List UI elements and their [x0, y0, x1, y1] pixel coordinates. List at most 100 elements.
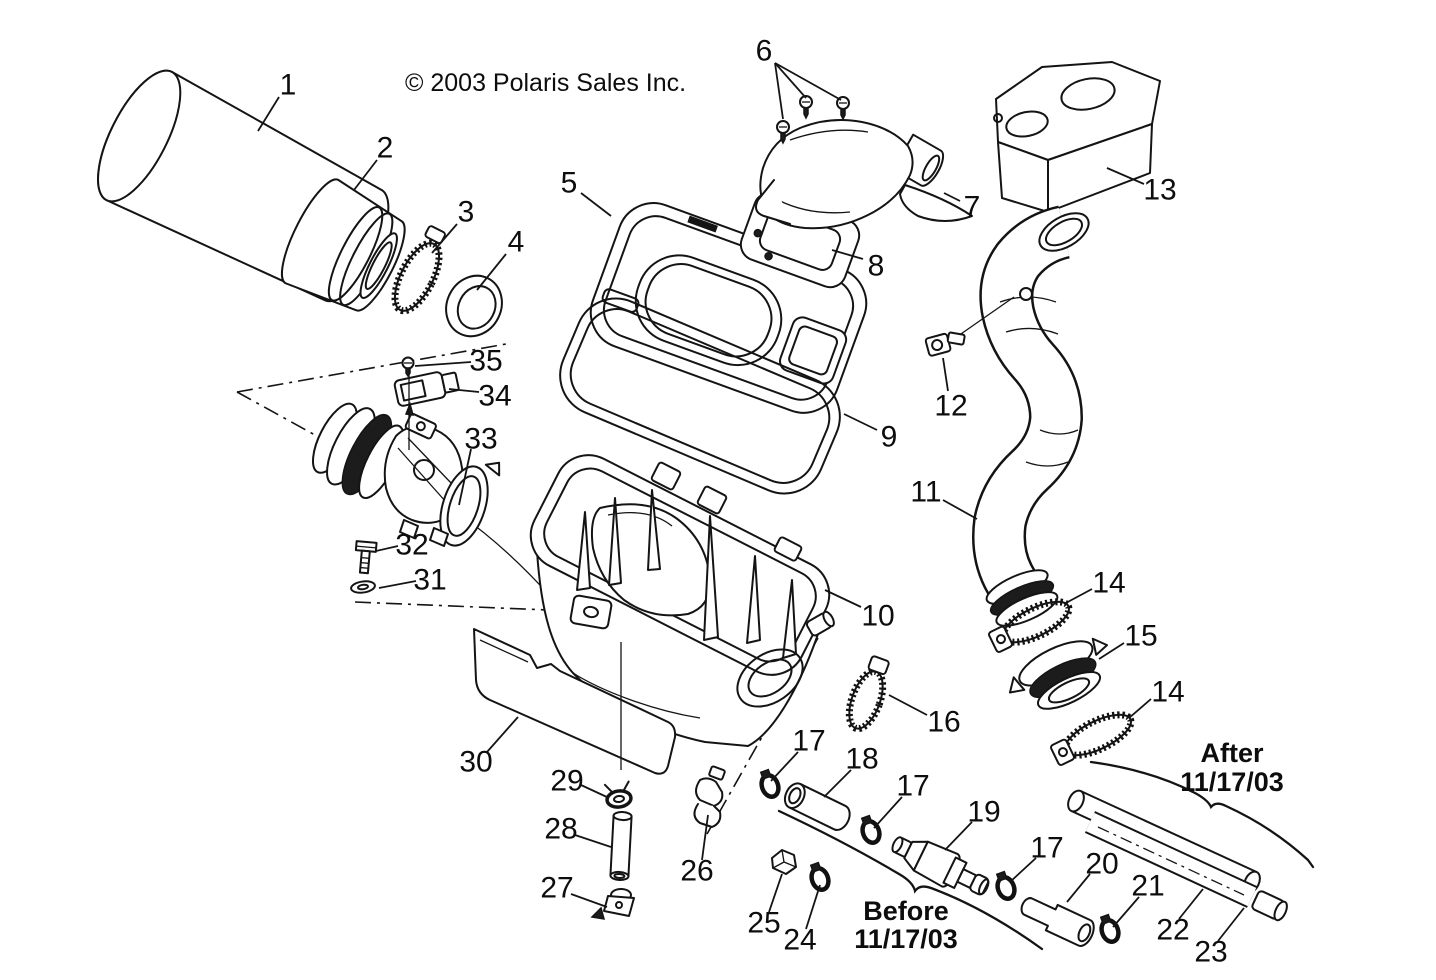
leader-line-3: [431, 223, 458, 254]
part-29-clamp: [603, 780, 633, 809]
part-16-clamp: [845, 655, 890, 733]
part-21-clamp: [1099, 913, 1121, 944]
part-12-clamp-fitting: [924, 296, 1015, 357]
leader-line-18: [823, 769, 852, 798]
callout-16-16: 16: [927, 706, 960, 739]
callout-27-29: 27: [540, 872, 573, 905]
leader-line-10: [824, 589, 862, 608]
leader-line-25: [768, 873, 783, 913]
part-17-clamp: [759, 768, 781, 799]
callout-10-9: 10: [861, 600, 894, 633]
part-19-valve: [891, 836, 990, 896]
copyright-text: © 2003 Polaris Sales Inc.: [405, 69, 686, 97]
part-31-washer: [350, 580, 376, 594]
callout-33-35: 33: [464, 423, 497, 456]
leader-line-6: [774, 62, 784, 120]
leader-line-32: [375, 545, 399, 552]
leader-line-29: [580, 784, 610, 799]
callout-8-7: 8: [868, 250, 885, 283]
leader-line-8: [831, 249, 864, 260]
callout-9-8: 9: [881, 421, 898, 454]
leader-line-20: [1066, 873, 1091, 903]
leader-line-17: [1009, 857, 1037, 883]
part-23-tube: [1084, 811, 1288, 922]
leader-line-30: [486, 716, 519, 753]
callout-19-20: 19: [967, 796, 1000, 829]
part-25-connector: [771, 849, 797, 875]
callout-29-31: 29: [550, 765, 583, 798]
part-17-clamp: [860, 814, 882, 845]
leader-line-14: [1063, 588, 1093, 605]
part-32-bolt: [354, 540, 378, 575]
callout-25-27: 25: [747, 907, 780, 940]
callout-2-1: 2: [377, 132, 394, 165]
leader-line-1: [257, 96, 280, 132]
part-14-clamp-upper: [988, 598, 1073, 653]
callout-11-10: 11: [910, 476, 941, 509]
part-18-hose: [783, 782, 851, 831]
leader-line-6: [774, 62, 807, 99]
part-14-clamp-lower: [1050, 711, 1135, 766]
before-brace: [777, 809, 1044, 951]
part-3-clamp: [391, 225, 446, 315]
leader-line-35: [414, 361, 472, 367]
leader-line-11: [942, 499, 978, 520]
callout-17-17: 17: [792, 725, 825, 758]
callout-24-26: 24: [783, 924, 816, 957]
part-11-intake-tube: [972, 205, 1090, 627]
callout-18-18: 18: [845, 743, 878, 776]
callout-32-34: 32: [395, 529, 428, 562]
leader-line-6: [774, 62, 842, 101]
leader-line-19: [944, 821, 973, 851]
callout-3-2: 3: [458, 196, 475, 229]
callout-31-33: 31: [413, 564, 446, 597]
callout-20-22: 20: [1085, 848, 1118, 881]
callout-15-14: 15: [1124, 620, 1157, 653]
leader-line-7: [943, 192, 961, 202]
part-7-intake-duct: [755, 119, 973, 230]
before-note: Before: [863, 896, 949, 926]
leader-line-9: [843, 413, 878, 431]
callout-30-32: 30: [459, 746, 492, 779]
part-2-filter-element: [280, 178, 406, 312]
callout-17-19: 17: [896, 770, 929, 803]
leader-line-2: [353, 159, 378, 191]
part-30-foam-pad: [473, 628, 677, 775]
part-24-clamp: [809, 861, 831, 892]
callout-35-37: 35: [469, 345, 502, 378]
leader-line-12: [942, 357, 949, 392]
before-note: 11/17/03: [854, 924, 958, 954]
callout-34-36: 34: [478, 380, 511, 413]
callout-7-6: 7: [964, 191, 981, 224]
leader-line-15: [1098, 642, 1125, 660]
after-note: After: [1200, 738, 1263, 768]
after-brace: [1089, 760, 1315, 869]
part-35-screw: [401, 356, 415, 378]
leader-line-26: [701, 814, 709, 861]
leader-line-14: [1128, 698, 1152, 719]
leader-line-34: [448, 388, 480, 393]
part-13-cover-block: [993, 61, 1161, 213]
after-note: 11/17/03: [1180, 767, 1284, 797]
leader-line-4: [476, 253, 507, 291]
callout-28-30: 28: [544, 813, 577, 846]
part-33-air-horn-assembly: [312, 402, 501, 547]
part-20-hose: [1020, 897, 1095, 947]
part-28-drain-hose: [609, 811, 633, 881]
leader-line-31: [378, 580, 417, 589]
part-34-sensor: [393, 371, 460, 416]
leader-line-17: [770, 751, 799, 782]
leader-line-28: [574, 834, 612, 848]
callout-1-0: 1: [280, 69, 297, 102]
callout-21-23: 21: [1131, 870, 1164, 903]
part-22-tube: [1067, 789, 1261, 894]
callout-4-3: 4: [508, 226, 525, 259]
callout-26-28: 26: [680, 855, 713, 888]
callout-12-11: 12: [934, 390, 967, 423]
callout-14-15: 14: [1151, 676, 1184, 709]
callout-23-25: 23: [1194, 936, 1227, 969]
callout-14-13: 14: [1092, 567, 1125, 600]
part-15-boot: [1008, 637, 1109, 710]
